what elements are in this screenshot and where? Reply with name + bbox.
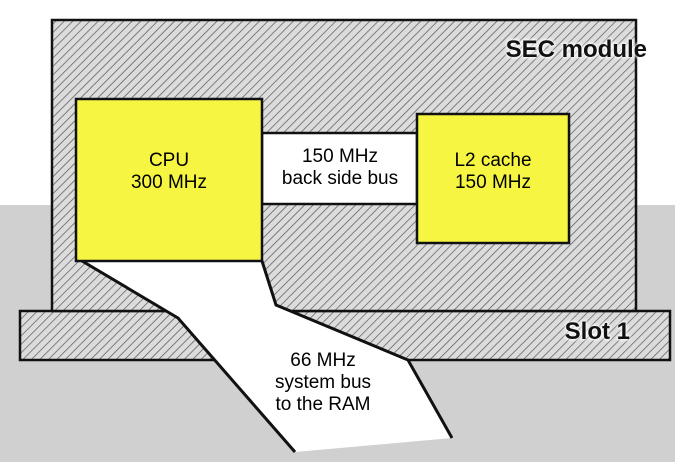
system-bus-edge-right [260,260,454,439]
backside-bus-label: 150 MHz back side bus [265,146,415,190]
system-bus-name: system bus [274,371,372,393]
slot-label: Slot 1 [564,318,630,345]
system-bus-edge-left [76,256,297,453]
sec-module-label: SEC module [505,36,647,63]
backside-bus-name: back side bus [281,167,399,189]
l2-cache-chip [415,112,571,245]
cpu-name: CPU [148,150,190,171]
backside-bus-frequency: 150 MHz [301,146,379,167]
l2-cache-name: L2 cache [454,150,532,171]
cpu-chip [74,97,264,263]
l2-cache-frequency: 150 MHz [454,171,532,193]
cpu-label: CPU 300 MHz [96,150,242,194]
system-bus-label: 66 MHz system bus to the RAM [248,350,398,416]
system-bus-target: to the RAM [275,393,371,415]
system-bus-frequency: 66 MHz [290,350,356,371]
system-bus-ribbon [77,258,452,452]
cpu-frequency: 300 MHz [130,171,208,193]
l2-cache-label: L2 cache 150 MHz [418,150,568,194]
